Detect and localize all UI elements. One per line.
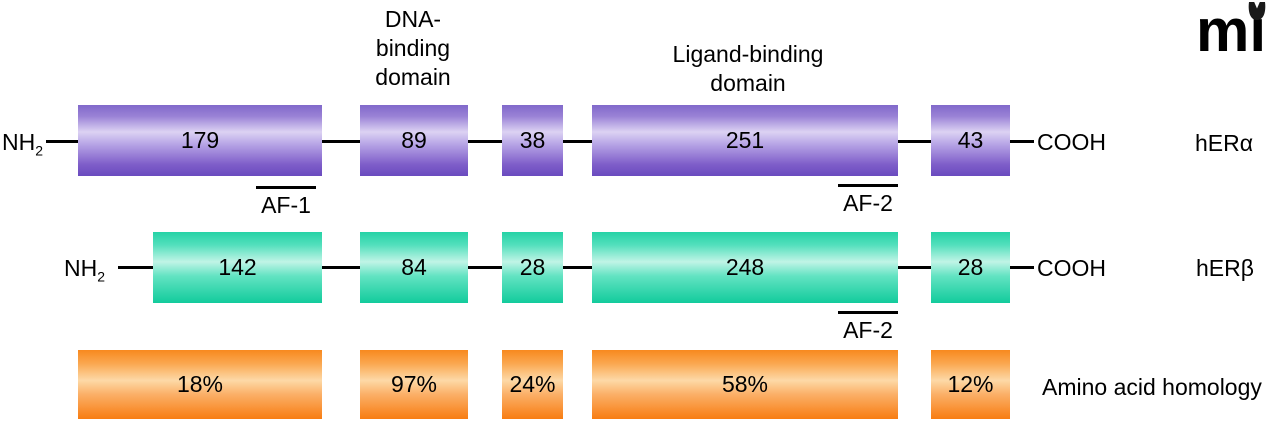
beta-c-terminus-label: COOH: [1037, 255, 1106, 281]
domain-length-value: 38: [519, 127, 546, 153]
beta-domain-box-ab: 142: [153, 232, 322, 303]
af2-label: AF-2: [843, 317, 893, 343]
connector-line: [322, 266, 360, 269]
dna-label-line: domain: [375, 64, 451, 90]
beta-domain-box-f: 28: [931, 232, 1010, 303]
homology-percent-value: 12%: [947, 371, 994, 397]
dna-label-line: DNA-: [384, 6, 442, 32]
ligand-label-line: Ligand-binding: [672, 41, 824, 67]
alpha-domain-box-hinge: 38: [502, 105, 563, 176]
homology-percent-value: 24%: [509, 371, 556, 397]
dna-binding-domain-label: DNA- binding domain: [343, 5, 483, 92]
homology-percent-value: 97%: [390, 371, 438, 397]
ligand-label-line: domain: [710, 70, 786, 96]
homology-box-dbd: 97%: [360, 350, 468, 419]
domain-length-value: 28: [957, 254, 984, 280]
domain-length-value: 28: [519, 254, 546, 280]
connector-line: [322, 140, 360, 143]
journal-logo: mı: [1196, 1, 1280, 62]
af1-label: AF-1: [261, 192, 311, 218]
dna-label-line: binding: [375, 35, 451, 61]
beta-domain-box-dbd: 84: [360, 232, 468, 303]
connector-line: [468, 266, 502, 269]
connector-line: [563, 140, 592, 143]
domain-length-value: 142: [218, 254, 257, 280]
alpha-c-terminus-label: COOH: [1037, 129, 1106, 155]
alpha-domain-box-dbd: 89: [360, 105, 468, 176]
connector-line: [898, 140, 931, 143]
crown-icon: [1248, 2, 1266, 20]
domain-length-value: 84: [401, 254, 427, 280]
connector-line: [1010, 140, 1034, 143]
af2-label: AF-2: [843, 190, 893, 216]
domain-length-value: 89: [401, 127, 427, 153]
ligand-binding-domain-label: Ligand-binding domain: [618, 40, 878, 98]
homology-percent-value: 58%: [721, 371, 769, 397]
homology-row-label: Amino acid homology: [1042, 374, 1262, 400]
beta-n-terminus-label: NH2: [64, 255, 106, 285]
alpha-af2-marker: AF-2: [838, 184, 898, 217]
connector-line: [118, 266, 153, 269]
domain-length-value: 43: [957, 127, 984, 153]
alpha-domain-box-ab: 179: [78, 105, 322, 176]
alpha-domain-box-f: 43: [931, 105, 1010, 176]
alpha-af1-marker: AF-1: [256, 186, 316, 219]
connector-line: [46, 140, 78, 143]
connector-line: [898, 266, 931, 269]
alpha-row-label: hERα: [1195, 130, 1254, 156]
homology-box-lbd: 58%: [592, 350, 898, 419]
domain-length-value: 179: [180, 127, 220, 153]
beta-row-label: hERβ: [1196, 255, 1254, 281]
beta-domain-box-lbd: 248: [592, 232, 898, 303]
domain-length-value: 248: [725, 254, 765, 280]
connector-line: [468, 140, 502, 143]
connector-line: [563, 266, 592, 269]
alpha-domain-box-lbd: 251: [592, 105, 898, 176]
homology-box-hinge: 24%: [502, 350, 563, 419]
alpha-n-terminus-label: NH2: [2, 129, 44, 159]
homology-box-ab: 18%: [78, 350, 322, 419]
beta-af2-marker: AF-2: [838, 311, 898, 344]
domain-length-value: 251: [725, 127, 765, 153]
homology-percent-value: 18%: [176, 371, 224, 397]
connector-line: [1010, 266, 1034, 269]
beta-domain-box-hinge: 28: [502, 232, 563, 303]
homology-box-f: 12%: [931, 350, 1010, 419]
